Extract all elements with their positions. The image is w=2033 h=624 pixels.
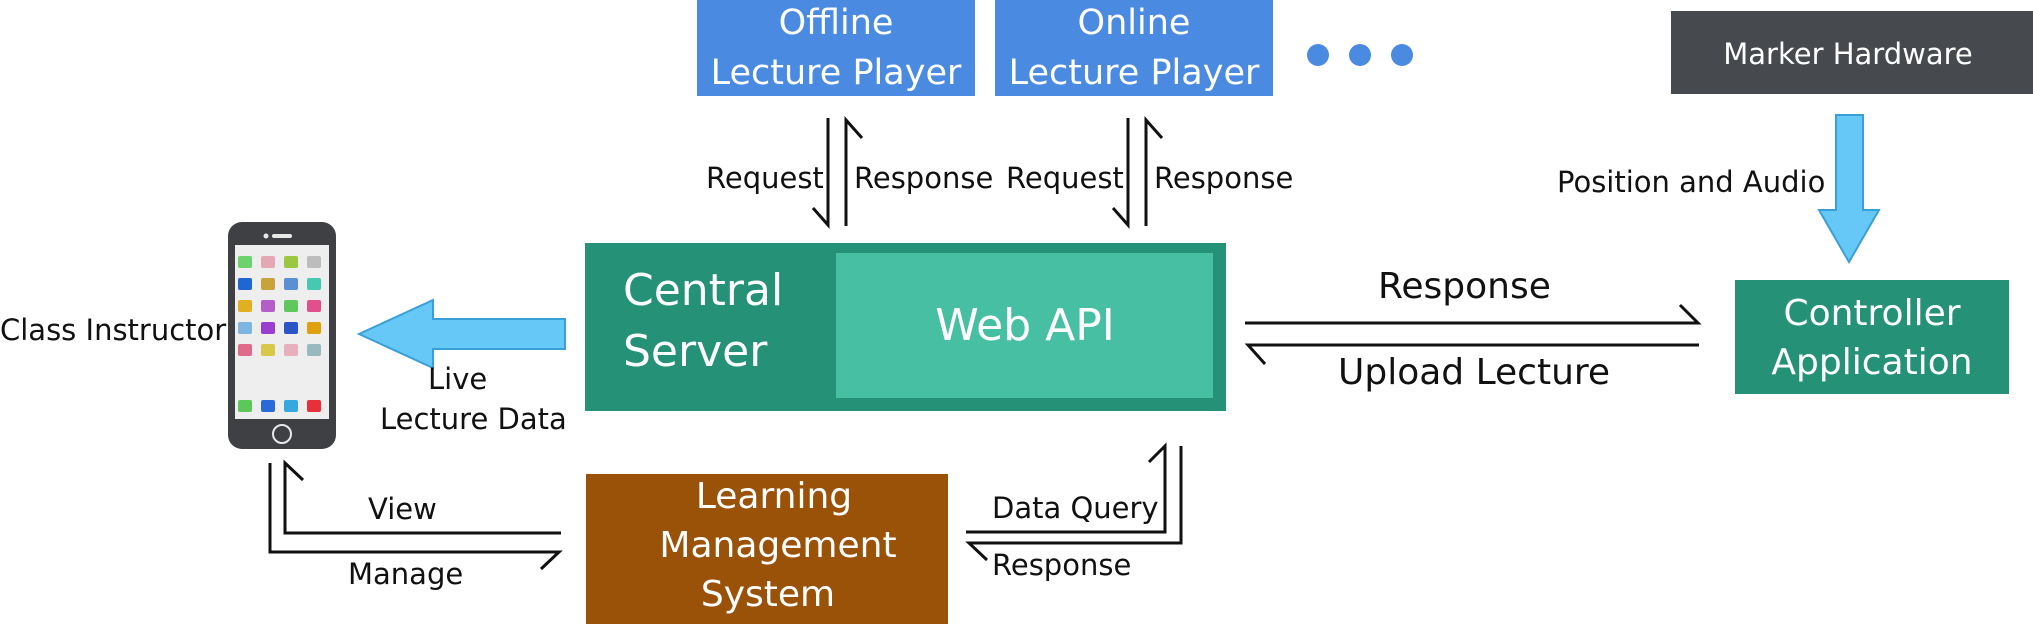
offline-lecture-player-node: Offline Lecture Player (697, 0, 975, 96)
live-lecture-data-arrow (356, 298, 566, 370)
web-api-label: Web API (935, 300, 1115, 351)
controller-response-arrow (1245, 303, 1702, 325)
app-grid (238, 256, 321, 412)
online-request-arrow (1111, 118, 1130, 229)
controller-response-label: Response (1378, 266, 1551, 307)
online-player-line2: Lecture Player (1009, 53, 1260, 93)
marker-hardware-label: Marker Hardware (1723, 37, 1972, 71)
lms-response-label: Response (992, 548, 1131, 582)
online-lecture-player-node: Online Lecture Player (995, 0, 1273, 96)
online-response-label: Response (1154, 161, 1293, 195)
position-audio-arrow (1817, 114, 1881, 265)
lms-line1: Learning (696, 476, 852, 517)
position-audio-label: Position and Audio (1557, 165, 1825, 199)
marker-hardware-node: Marker Hardware (1671, 11, 2033, 94)
online-request-label: Request (1006, 161, 1124, 195)
online-response-arrow (1144, 116, 1164, 226)
data-query-arrow (966, 442, 1167, 534)
lms-line2: Management (659, 525, 896, 566)
offline-request-arrow (811, 118, 830, 229)
lms-line3: System (701, 574, 835, 615)
data-query-label: Data Query (992, 491, 1159, 525)
offline-response-label: Response (854, 161, 993, 195)
offline-player-line1: Offline (779, 3, 894, 43)
central-server-node: Central Server Web API (585, 243, 1226, 411)
learning-management-system-node: Learning Management System (586, 474, 948, 624)
web-api-node: Web API (836, 253, 1213, 398)
offline-response-arrow (844, 116, 864, 226)
controller-app-line2: Application (1771, 342, 1972, 383)
upload-lecture-arrow (1244, 343, 1699, 366)
live-label-line1: Live (428, 362, 487, 396)
lms-response-arrow (965, 446, 1183, 562)
offline-request-label: Request (706, 161, 824, 195)
central-server-line1: Central (623, 265, 783, 316)
ellipsis-icon (1307, 44, 1413, 66)
online-player-line1: Online (1078, 3, 1191, 43)
controller-app-line1: Controller (1783, 293, 1960, 334)
view-arrow (283, 459, 561, 535)
live-label-line2: Lecture Data (380, 402, 567, 436)
manage-arrow (268, 463, 563, 571)
upload-lecture-label: Upload Lecture (1338, 352, 1610, 393)
manage-label: Manage (348, 557, 463, 591)
controller-application-node: Controller Application (1735, 280, 2009, 394)
class-instructor-label: Class Instructor (0, 313, 226, 347)
offline-player-line2: Lecture Player (711, 53, 962, 93)
smartphone-icon (228, 222, 336, 449)
central-server-line2: Server (623, 326, 768, 377)
view-label: View (368, 492, 437, 526)
